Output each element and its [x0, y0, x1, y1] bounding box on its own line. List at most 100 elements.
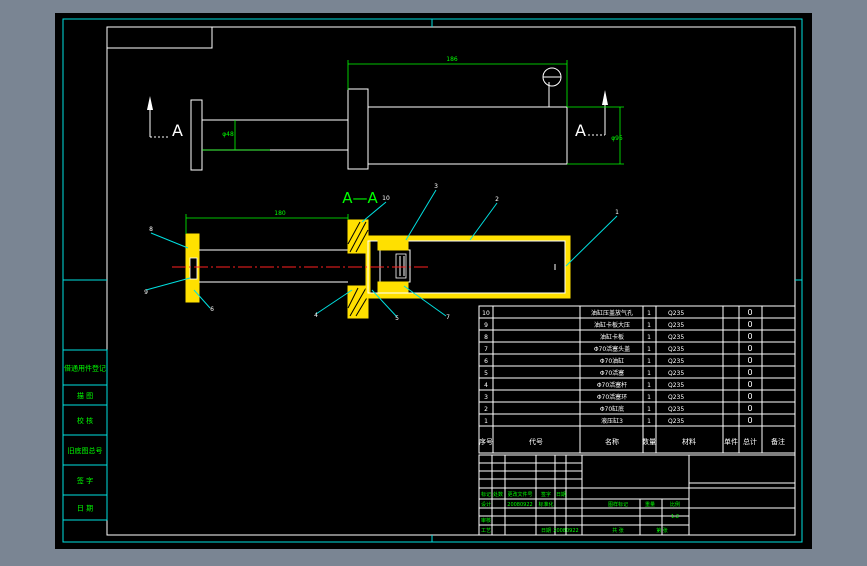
- section-title: A—A: [342, 189, 378, 207]
- bom-weight: 0: [747, 368, 752, 377]
- bom-name: Φ70油缸: [600, 357, 624, 365]
- bom-seq: 7: [484, 346, 488, 353]
- top-view: [190, 67, 568, 171]
- bom-weight: 0: [747, 416, 752, 425]
- bom-seq: 6: [484, 358, 488, 365]
- titleblock-cell-8: 审核: [481, 517, 491, 524]
- top-cylinder-body: [367, 106, 568, 165]
- bom-name: Φ70活塞: [600, 369, 624, 377]
- bom-header-unit-weight: 单件: [724, 437, 738, 446]
- balloon-1: 1: [615, 209, 619, 216]
- bom-seq: 10: [482, 310, 490, 317]
- bom-weight: 0: [747, 404, 752, 413]
- bom-material: Q235: [668, 334, 684, 341]
- sidebar-cell-2: 校 核: [77, 416, 93, 425]
- balloon-4: 4: [314, 312, 318, 319]
- bom-weight: 0: [747, 344, 752, 353]
- bom-qty: 1: [647, 406, 651, 413]
- bom-weight: 0: [747, 320, 752, 329]
- dimension-body-diameter: φ95: [611, 135, 623, 142]
- bom-header-note: 备注: [771, 437, 785, 446]
- bom-weight: 0: [747, 332, 752, 341]
- bom-material: Q235: [668, 370, 684, 377]
- balloon-9: 9: [144, 289, 148, 296]
- bom-name: Φ70活塞环: [597, 393, 627, 401]
- bom-weight: 0: [747, 356, 752, 365]
- titleblock-cell-5: 设计: [481, 501, 491, 508]
- titleblock-cell-10: 日期: [541, 528, 551, 534]
- balloon-10: 10: [382, 195, 390, 202]
- section-view: [172, 219, 571, 319]
- bom-material: Q235: [668, 346, 684, 353]
- bom-header-qty: 数量: [642, 437, 656, 446]
- bom-seq: 1: [484, 418, 488, 425]
- bom-name: Φ70缸底: [600, 405, 624, 413]
- bom-header-seq: 序号: [479, 437, 493, 446]
- bom-qty: 1: [647, 346, 651, 353]
- top-dimensions: [202, 60, 624, 165]
- section-arrow-right: [588, 90, 608, 136]
- section-letter-right: A: [575, 121, 586, 140]
- bom-material: Q235: [668, 382, 684, 389]
- bom-qty: 1: [647, 394, 651, 401]
- bom-seq: 9: [484, 322, 488, 329]
- sidebar-cell-5: 日 期: [77, 505, 93, 513]
- sidebar-cell-1: 描 图: [77, 391, 93, 400]
- titleblock-cell-14: 比例: [670, 501, 680, 508]
- bom-header-total-weight: 总计: [743, 437, 757, 446]
- titleblock-cell-11: 20080922: [553, 528, 578, 534]
- bom-material: Q235: [668, 406, 684, 413]
- sidebar-cell-0: 借通用件登记: [64, 364, 106, 373]
- drawing-sheet: [55, 13, 812, 549]
- bom-qty: 1: [647, 322, 651, 329]
- bom-weight: 0: [747, 308, 752, 317]
- titleblock-cell-15: 1:2: [671, 514, 679, 520]
- bom-weight: 0: [747, 380, 752, 389]
- titleblock-cell-16: 共 张: [612, 527, 624, 534]
- bom-qty: 1: [647, 358, 651, 365]
- bom-material: Q235: [668, 358, 684, 365]
- bom-qty: 1: [647, 370, 651, 377]
- bom-name: 油缸卡板大压: [594, 321, 630, 329]
- bom-name: 液压缸3: [601, 417, 623, 425]
- bom-seq: 5: [484, 370, 488, 377]
- bom-weight: 0: [747, 392, 752, 401]
- titleblock-cell-3: 签字: [541, 491, 551, 498]
- titleblock-cell-9: 工艺: [481, 528, 491, 534]
- bom-material: Q235: [668, 394, 684, 401]
- bom-qty: 1: [647, 334, 651, 341]
- titleblock-cell-6: 20080922: [507, 502, 532, 508]
- bom-header-material: 材料: [682, 437, 696, 446]
- titleblock-cell-7: 标准化: [538, 501, 553, 508]
- titleblock-cell-2: 更改文件号: [507, 491, 532, 498]
- corner-box: [107, 27, 213, 49]
- balloon-7: 7: [446, 314, 450, 321]
- titleblock-cell-1: 处数: [493, 491, 503, 498]
- bom-seq: 3: [484, 394, 488, 401]
- bom-seq: 8: [484, 334, 488, 341]
- balloon-8: 8: [149, 226, 153, 233]
- bom-qty: 1: [647, 310, 651, 317]
- bom-name: Φ70活塞杆: [597, 381, 627, 389]
- dimension-small-diameter: φ48: [222, 131, 234, 138]
- titleblock-cell-17: 第 张: [656, 527, 668, 534]
- bom-material: Q235: [668, 322, 684, 329]
- titleblock-cell-13: 重量: [645, 501, 655, 508]
- bom-name: 油缸卡板: [600, 333, 624, 341]
- bom-header-name: 名称: [605, 437, 619, 446]
- bom-material: Q235: [668, 310, 684, 317]
- leader-lines: [145, 189, 618, 318]
- section-dimensions: [185, 214, 349, 234]
- titleblock-cell-0: 标记: [481, 491, 491, 498]
- section-arrow-left: [147, 96, 170, 138]
- balloon-5: 5: [395, 315, 399, 322]
- bom-material: Q235: [668, 418, 684, 425]
- dimension-section-length: 180: [274, 210, 286, 217]
- titleblock-cell-12: 图样标记: [608, 501, 628, 508]
- bom-qty: 1: [647, 382, 651, 389]
